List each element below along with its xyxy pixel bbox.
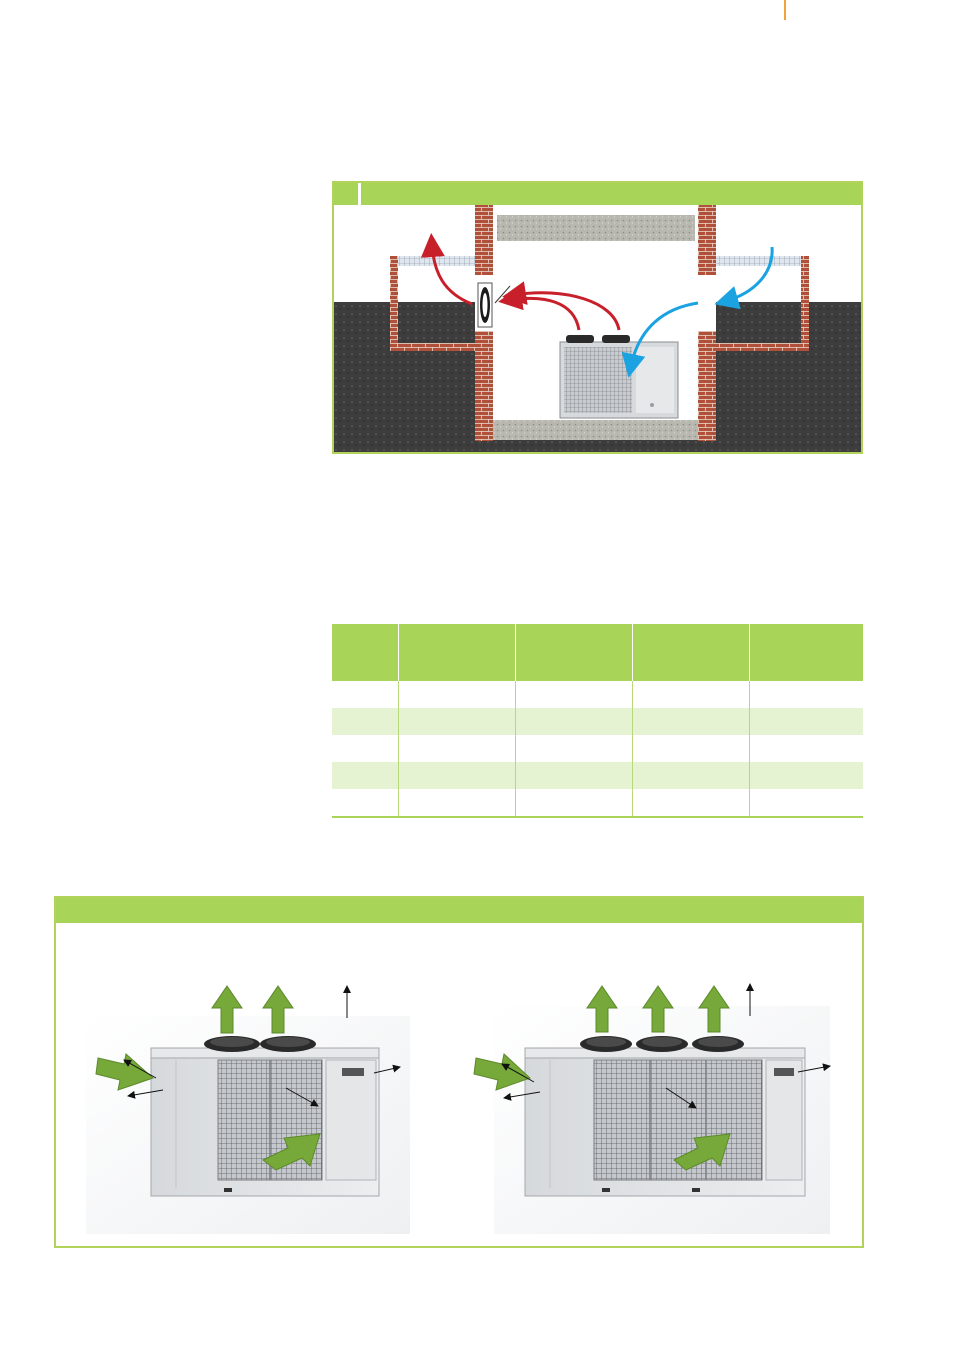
table-cell xyxy=(332,789,399,817)
clearance-arrow-icon xyxy=(373,1064,401,1074)
table-header-cell xyxy=(515,624,633,681)
table-cell xyxy=(515,681,633,708)
hot-air-arrow-up xyxy=(420,233,473,306)
table-row xyxy=(332,789,863,817)
floor-slab xyxy=(493,420,698,440)
left-wall-upper xyxy=(475,205,493,275)
table-cell xyxy=(749,681,863,708)
clearance-arrow-icon xyxy=(501,1063,535,1083)
left-grille xyxy=(398,256,475,266)
table-row xyxy=(332,735,863,762)
air-outlet-arrow-icon xyxy=(262,985,294,1034)
installation-figure xyxy=(332,181,863,454)
table-header-cell xyxy=(749,624,863,681)
table-cell xyxy=(515,762,633,789)
clearance-arrow-icon xyxy=(797,1063,831,1073)
cold-air-arrow-unit xyxy=(621,301,699,378)
table-row xyxy=(332,681,863,708)
ground-bottom xyxy=(475,438,716,452)
table-header-cell xyxy=(398,624,516,681)
clearance-arrow-icon xyxy=(285,1087,319,1107)
left-wall-lower xyxy=(475,331,493,441)
table-header-cell xyxy=(632,624,750,681)
header-accent-line xyxy=(784,0,786,20)
installation-figure-tab xyxy=(334,183,361,205)
cold-air-arrow-down xyxy=(714,246,774,310)
table-header-row xyxy=(332,624,863,681)
ground-left xyxy=(334,302,475,452)
chiller-unit-2-fans xyxy=(86,1016,410,1234)
table-cell xyxy=(632,735,750,762)
ceiling-slab xyxy=(497,215,695,241)
table-cell xyxy=(515,789,633,817)
clearance-arrow-icon xyxy=(123,1059,157,1079)
table-cell xyxy=(398,708,516,735)
table-cell xyxy=(749,708,863,735)
table-cell xyxy=(398,735,516,762)
table-cell xyxy=(749,735,863,762)
hot-air-arrow-fan xyxy=(498,286,581,331)
chiller-unit-3-fans xyxy=(494,1006,830,1234)
air-inlet-arrow-icon xyxy=(673,1133,731,1171)
air-inlet-arrow-icon xyxy=(473,1053,531,1091)
air-outlet-arrow-icon xyxy=(642,985,674,1033)
data-table xyxy=(332,624,863,818)
table-cell xyxy=(332,681,399,708)
table-cell xyxy=(749,762,863,789)
table-cell xyxy=(749,789,863,817)
table-cell xyxy=(632,708,750,735)
table-cell xyxy=(515,708,633,735)
table-cell xyxy=(332,735,399,762)
chiller-unit-icon xyxy=(559,335,679,419)
installation-diagram xyxy=(334,205,861,452)
table-cell xyxy=(398,789,516,817)
air-outlet-arrow-icon xyxy=(698,985,730,1033)
table-cell xyxy=(632,762,750,789)
ground-right xyxy=(716,302,861,452)
right-wall-upper xyxy=(698,205,716,275)
clearance-arrow-icon xyxy=(127,1089,164,1099)
hot-air-arrow-fan-2 xyxy=(502,281,621,331)
table-cell xyxy=(332,708,399,735)
air-outlet-arrow-icon xyxy=(586,985,618,1033)
table-cell xyxy=(398,762,516,789)
air-inlet-arrow-icon xyxy=(262,1133,321,1171)
table-cell xyxy=(632,681,750,708)
clearance-arrow-icon xyxy=(503,1091,541,1101)
installation-figure-header xyxy=(334,183,861,205)
clearance-figure-header xyxy=(56,898,862,923)
air-outlet-arrow-icon xyxy=(211,985,243,1034)
right-wall-lower xyxy=(698,331,716,441)
table-cell xyxy=(515,735,633,762)
table-row xyxy=(332,708,863,735)
clearance-arrow-icon xyxy=(665,1087,697,1109)
table-header-cell xyxy=(332,624,399,681)
clearance-diagram xyxy=(86,983,831,1234)
table-row xyxy=(332,762,863,789)
right-grille xyxy=(716,256,801,266)
table-cell xyxy=(632,789,750,817)
clearance-figure xyxy=(54,896,864,1248)
table-cell xyxy=(398,681,516,708)
table-cell xyxy=(332,762,399,789)
axial-fan-icon xyxy=(477,282,511,328)
